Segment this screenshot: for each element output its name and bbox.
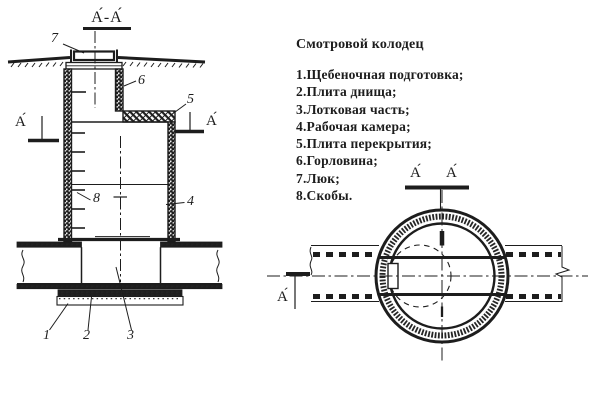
legend-item: 6.Горловина; [296, 153, 378, 169]
pipe-bottom-wall [16, 283, 223, 290]
neck-right-wall [114, 68, 124, 112]
cover-slab [122, 110, 176, 123]
pipe-top-wall-right [160, 241, 223, 248]
ground-line [7, 56, 206, 64]
section-cut-marker-left [28, 116, 59, 143]
legend-item: 7.Люк; [296, 170, 340, 186]
callout-6: 6 [138, 73, 145, 88]
bottom-slab [57, 289, 183, 297]
plan-marker-letter-left: А́ [277, 289, 288, 305]
legend-item: 3.Лотковая часть; [296, 101, 410, 117]
legend-item: 4.Рабочая камера; [296, 118, 411, 134]
callout-leaders [49, 43, 187, 331]
gravel-bed [56, 295, 184, 306]
chamber-right-wall [167, 121, 176, 243]
page-title: Смотровой колодец [296, 37, 424, 52]
legend-item: 1.Щебеночная подготовка; [296, 67, 464, 82]
legend-item: 2.Плита днища; [296, 84, 397, 100]
section-marker-letter-left: А́ [15, 114, 26, 130]
callout-7: 7 [51, 31, 58, 46]
pipe-top-wall-left [16, 241, 82, 248]
pipe-break-right [216, 249, 220, 283]
section-marker-letter-right: А́ [206, 113, 217, 129]
left-wall [63, 68, 73, 243]
plan-pipe-right [505, 245, 571, 302]
legend-item: 5.Плита перекрытия; [296, 136, 433, 152]
legend-list: 1.Щебеночная подготовка; 2.Плита днища; … [296, 66, 464, 204]
callout-1: 1 [43, 328, 50, 343]
plan-marker-letter-2: А́ [446, 165, 457, 181]
ladder-rungs [71, 91, 86, 229]
section-cut-marker-right [175, 112, 204, 134]
plan-pipe-break [554, 246, 571, 302]
section-view-title: А́-А́ [91, 9, 123, 26]
legend-item: 8.Скобы. [296, 188, 353, 204]
callout-2: 2 [83, 328, 90, 343]
plan-marker-letter-1: А́ [410, 165, 421, 181]
callout-3: 3 [127, 328, 134, 343]
plan-section-marker-left [286, 272, 310, 309]
plan-pipe-left [309, 245, 379, 302]
callout-4: 4 [187, 194, 194, 209]
plan-view-drawing [267, 185, 588, 361]
manhole-cover [65, 49, 123, 70]
callout-5: 5 [187, 92, 194, 107]
ground-hatch-ticks [10, 61, 204, 68]
pipe-break-left [21, 249, 25, 283]
section-view-drawing [7, 27, 223, 331]
callout-8: 8 [93, 191, 100, 206]
